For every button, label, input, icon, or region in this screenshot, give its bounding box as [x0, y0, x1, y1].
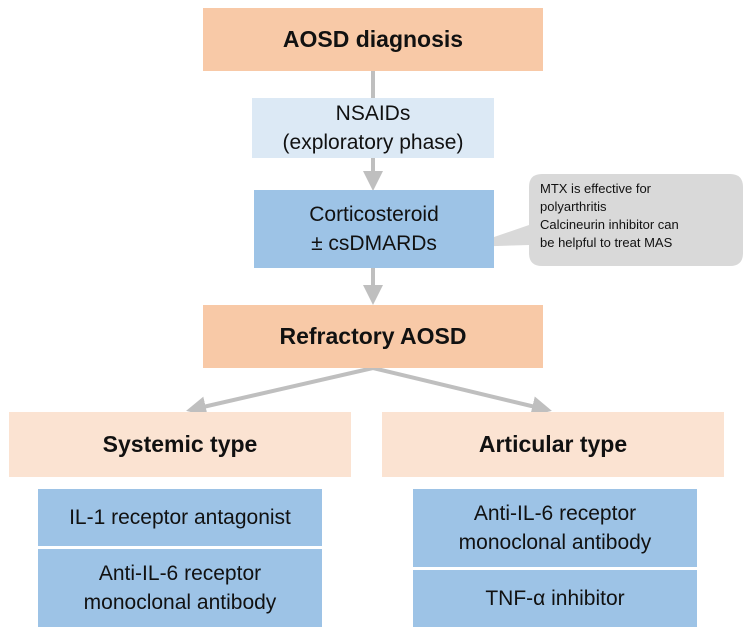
node-systemic-anti-il6: Anti-IL-6 receptor monoclonal antibody: [38, 549, 322, 627]
arrow-refractory-to-articular: [372, 366, 552, 416]
callout-line-2: polyarthritis: [540, 199, 607, 214]
node-systemic-type-label: Systemic type: [102, 431, 258, 457]
node-il1-receptor-antagonist-label: IL-1 receptor antagonist: [69, 506, 291, 529]
callout-line-1: MTX is effective for: [540, 181, 652, 196]
node-nsaids-line-2: (exploratory phase): [282, 131, 464, 154]
node-corticosteroid-line-1: Corticosteroid: [309, 203, 439, 226]
node-aosd-diagnosis-label: AOSD diagnosis: [282, 26, 464, 52]
callout-line-3: Calcineurin inhibitor can: [540, 217, 679, 232]
node-corticosteroid: Corticosteroid ± csDMARDs: [254, 190, 494, 268]
node-tnf-inhibitor-label: TNF-α inhibitor: [485, 587, 625, 610]
node-nsaids-line-1: NSAIDs: [335, 102, 411, 125]
node-refractory-aosd-label: Refractory AOSD: [279, 323, 467, 349]
node-systemic-anti-il6-line-1: Anti-IL-6 receptor: [98, 562, 262, 585]
node-tnf-inhibitor: TNF-α inhibitor: [413, 570, 697, 627]
node-articular-type: Articular type: [382, 412, 724, 477]
node-articular-anti-il6-line-1: Anti-IL-6 receptor: [473, 502, 637, 525]
node-nsaids: NSAIDs (exploratory phase): [252, 98, 494, 158]
callout-line-4: be helpful to treat MAS: [540, 235, 673, 250]
callout-note: MTX is effective for polyarthritis Calci…: [540, 180, 740, 252]
node-articular-anti-il6-line-2: monoclonal antibody: [458, 531, 652, 554]
node-corticosteroid-line-2: ± csDMARDs: [311, 232, 437, 255]
node-systemic-anti-il6-line-2: monoclonal antibody: [83, 591, 277, 614]
node-articular-type-label: Articular type: [478, 431, 628, 457]
node-systemic-type: Systemic type: [9, 412, 351, 477]
node-refractory-aosd: Refractory AOSD: [203, 305, 543, 368]
node-il1-receptor-antagonist: IL-1 receptor antagonist: [38, 489, 322, 546]
arrow-refractory-to-systemic: [186, 366, 374, 417]
node-aosd-diagnosis: AOSD diagnosis: [203, 8, 543, 71]
node-articular-anti-il6: Anti-IL-6 receptor monoclonal antibody: [413, 489, 697, 567]
